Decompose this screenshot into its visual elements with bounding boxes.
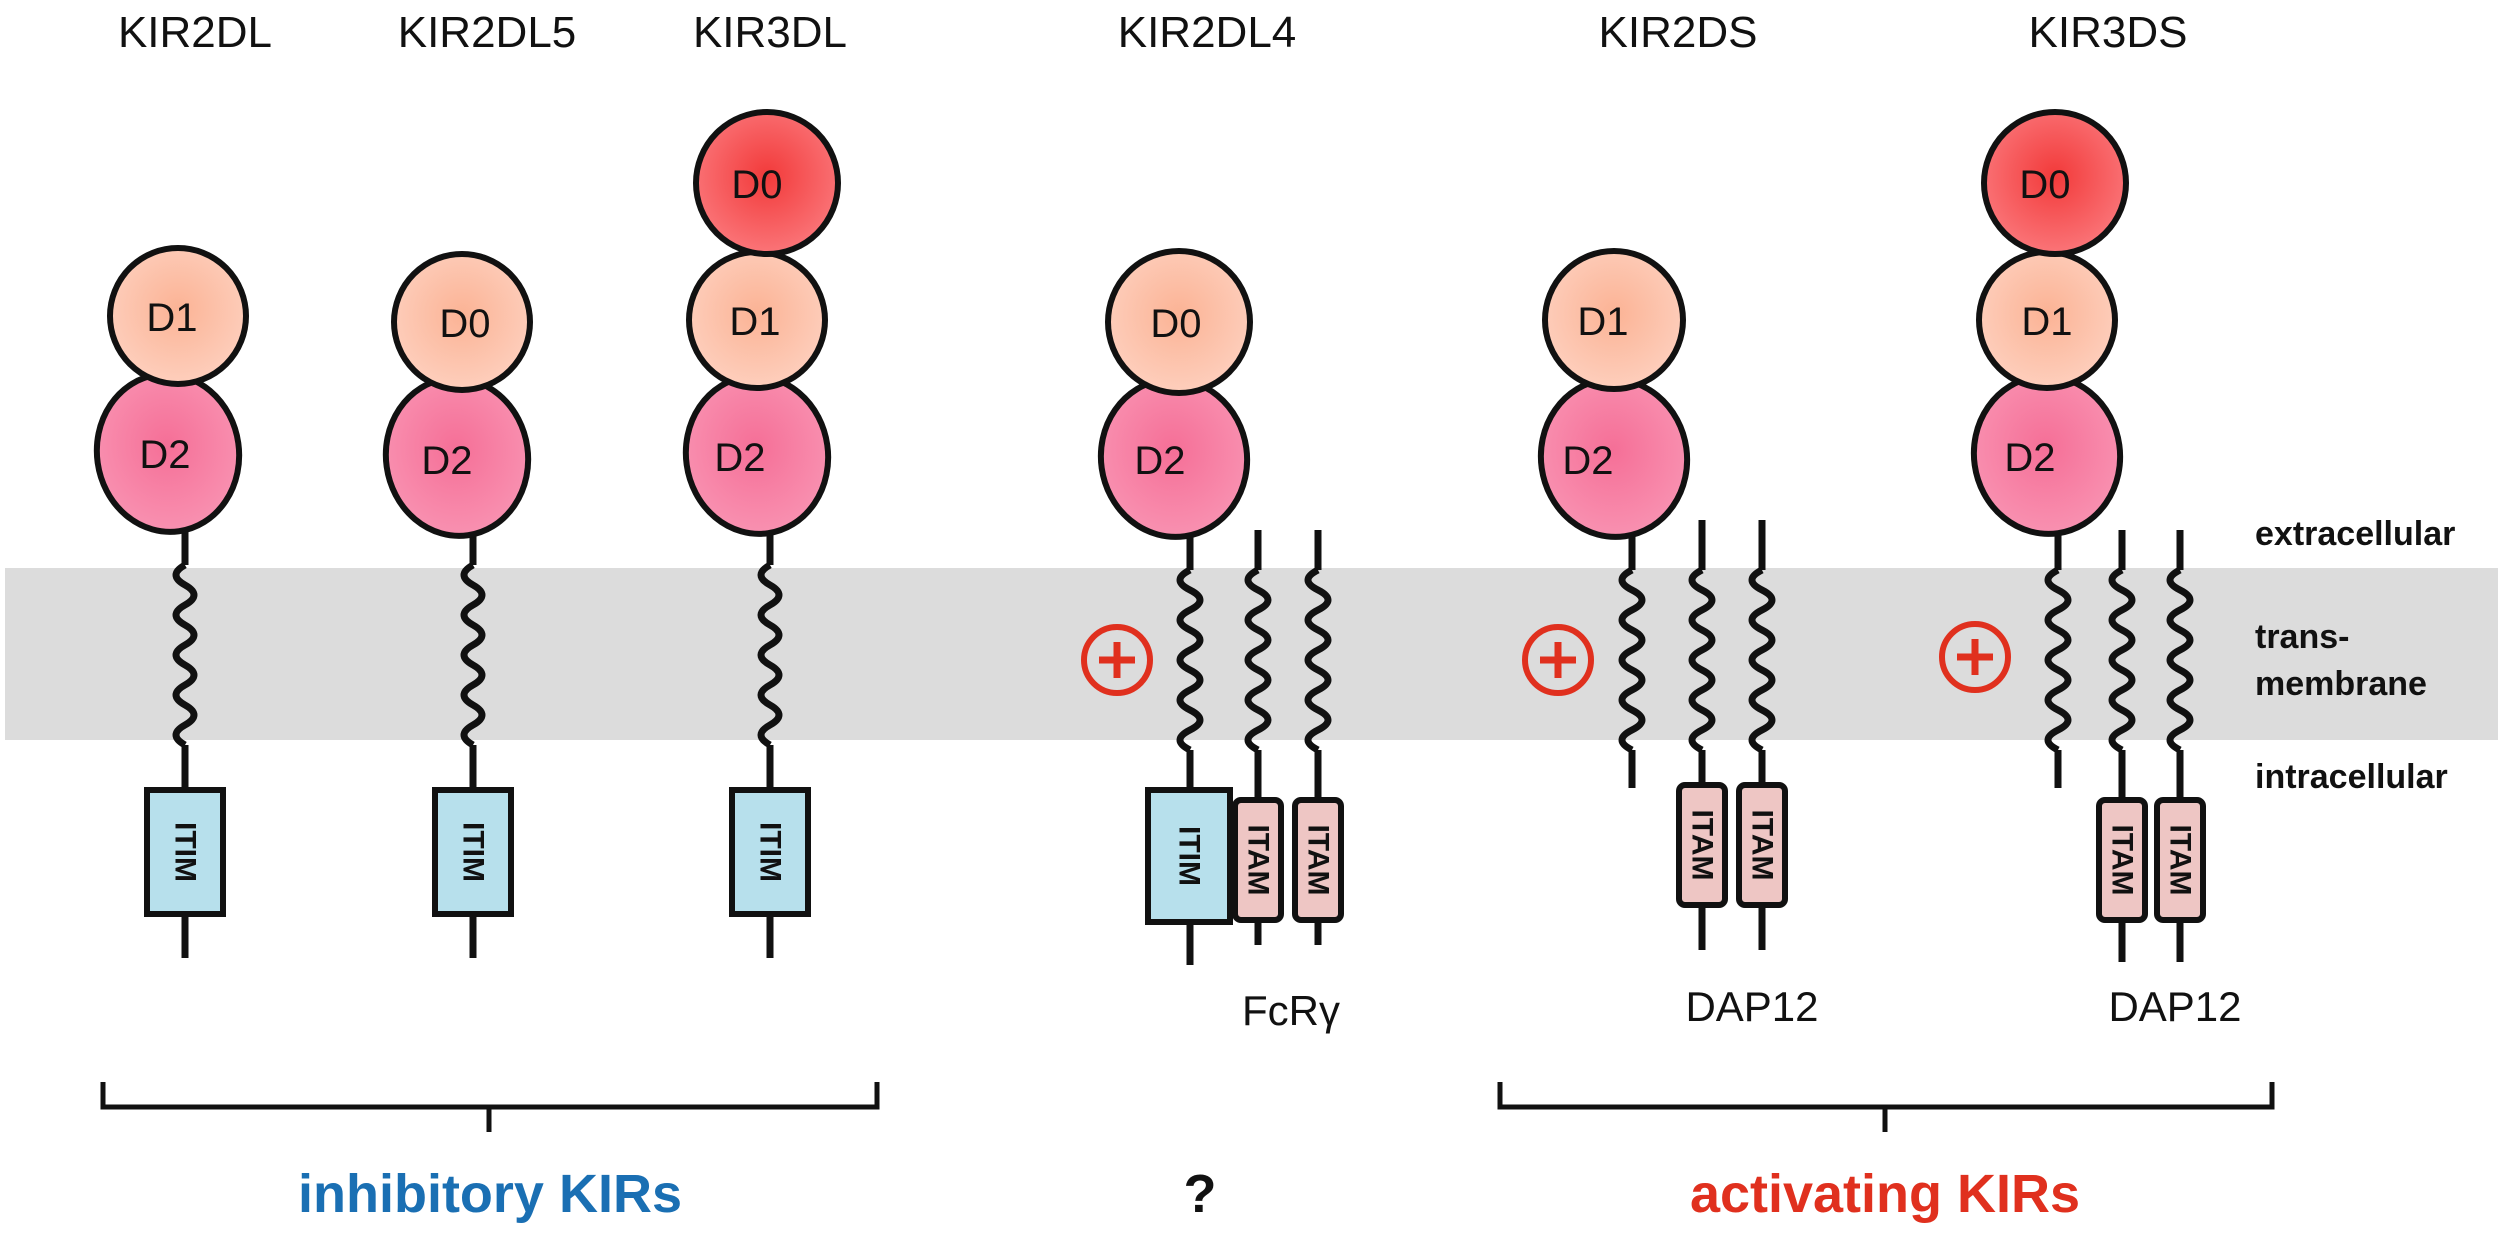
d0-domain bbox=[391, 251, 533, 393]
itam-box bbox=[1676, 782, 1728, 908]
d2-label: D2 bbox=[421, 439, 472, 483]
receptor-name-kir2dl4: KIR2DL4 bbox=[1118, 8, 1297, 57]
receptor-kir2dl: ITIM D2 D1 bbox=[93, 245, 249, 958]
itam-box bbox=[2154, 797, 2206, 923]
receptor-name-kir3ds: KIR3DS bbox=[2029, 8, 2188, 57]
d0-domain bbox=[1981, 109, 2129, 257]
adaptor-label-dap12: DAP12 bbox=[1685, 983, 1818, 1030]
adaptor-helix bbox=[1748, 566, 1776, 754]
d2-domain bbox=[1537, 376, 1691, 540]
itam-label: ITAM bbox=[2164, 824, 2197, 895]
region-label-transmembrane-line2: membrane bbox=[2255, 665, 2427, 703]
transmembrane-helix bbox=[1176, 566, 1204, 754]
activating-brace bbox=[1497, 1082, 2275, 1132]
positive-charge-icon bbox=[1081, 624, 1153, 696]
d2-label: D2 bbox=[714, 436, 765, 480]
adaptor-helix bbox=[2108, 566, 2136, 754]
itam-label: ITAM bbox=[2106, 824, 2139, 895]
itam-label: ITAM bbox=[1746, 809, 1779, 880]
transmembrane-helix bbox=[460, 561, 486, 749]
adaptor-helix bbox=[2166, 566, 2194, 754]
itim-box bbox=[1145, 787, 1233, 925]
d2-label: D2 bbox=[1562, 439, 1613, 483]
positive-charge-icon bbox=[1522, 624, 1594, 696]
d1-domain bbox=[1542, 248, 1686, 392]
transmembrane-helix bbox=[1618, 566, 1646, 754]
adaptor-label-dap12: DAP12 bbox=[2108, 983, 2241, 1030]
receptor-name-kir2dl5: KIR2DL5 bbox=[398, 8, 577, 57]
receptor-kir2ds: ITAM ITAM D2 D1 DAP12 bbox=[1522, 248, 1819, 1030]
adaptor-label-fcrg: FcRγ bbox=[1242, 987, 1340, 1034]
itim-box bbox=[729, 787, 811, 917]
group-label-inhibitory: inhibitory KIRs bbox=[298, 1164, 682, 1224]
group-label-activating: activating KIRs bbox=[1690, 1164, 2080, 1224]
itim-label: ITIM bbox=[754, 822, 787, 882]
group-label-unknown: ? bbox=[1184, 1164, 1217, 1224]
transmembrane-helix bbox=[2044, 566, 2072, 754]
receptor-kir2dl4: ITAM ITAM ITIM D2 D0 FcRγ bbox=[1081, 248, 1344, 1034]
receptor-kir2dl5: ITIM D2 D0 bbox=[382, 251, 533, 958]
d0-label: D0 bbox=[2019, 163, 2070, 207]
d2-label: D2 bbox=[1134, 439, 1185, 483]
d1-label: D1 bbox=[729, 300, 780, 344]
itam-box bbox=[1292, 797, 1344, 923]
d1-domain bbox=[107, 245, 249, 387]
d1-label: D1 bbox=[146, 296, 197, 340]
region-label-extracellular: extracellular bbox=[2255, 515, 2455, 553]
itam-box bbox=[1232, 797, 1284, 923]
d2-label: D2 bbox=[139, 433, 190, 477]
adaptor-helix bbox=[1244, 566, 1272, 754]
receptor-kir3dl: ITIM D2 D1 D0 bbox=[682, 109, 841, 958]
receptor-name-kir2dl: KIR2DL bbox=[118, 8, 272, 57]
itam-box bbox=[1736, 782, 1788, 908]
d2-label: D2 bbox=[2004, 436, 2055, 480]
d0-label: D0 bbox=[731, 163, 782, 207]
itim-box bbox=[432, 787, 514, 917]
d1-label: D1 bbox=[2021, 300, 2072, 344]
d0-domain bbox=[693, 109, 841, 257]
d0-domain bbox=[1105, 248, 1253, 396]
region-label-intracellular: intracellular bbox=[2255, 758, 2448, 796]
itam-label: ITAM bbox=[1686, 809, 1719, 880]
adaptor-helix bbox=[1304, 566, 1332, 754]
itam-label: ITAM bbox=[1302, 824, 1335, 895]
itim-label: ITIM bbox=[457, 822, 490, 882]
itim-label: ITIM bbox=[169, 822, 202, 882]
d1-label: D1 bbox=[1577, 300, 1628, 344]
itam-box bbox=[2096, 797, 2148, 923]
positive-charge-icon bbox=[1939, 621, 2011, 693]
d0-label: D0 bbox=[439, 302, 490, 346]
region-label-transmembrane-line1: trans- bbox=[2255, 618, 2349, 656]
receptor-kir3ds: ITAM ITAM D2 D1 D0 DAP12 bbox=[1939, 109, 2242, 1030]
d0-label: D0 bbox=[1150, 302, 1201, 346]
itim-box bbox=[144, 787, 226, 917]
adaptor-helix bbox=[1688, 566, 1716, 754]
transmembrane-helix bbox=[172, 561, 198, 749]
itam-label: ITAM bbox=[1242, 824, 1275, 895]
receptor-name-kir2ds: KIR2DS bbox=[1599, 8, 1758, 57]
transmembrane-helix bbox=[757, 561, 783, 749]
inhibitory-brace bbox=[100, 1082, 880, 1132]
itim-label: ITIM bbox=[1173, 826, 1206, 886]
receptor-name-kir3dl: KIR3DL bbox=[693, 8, 847, 57]
